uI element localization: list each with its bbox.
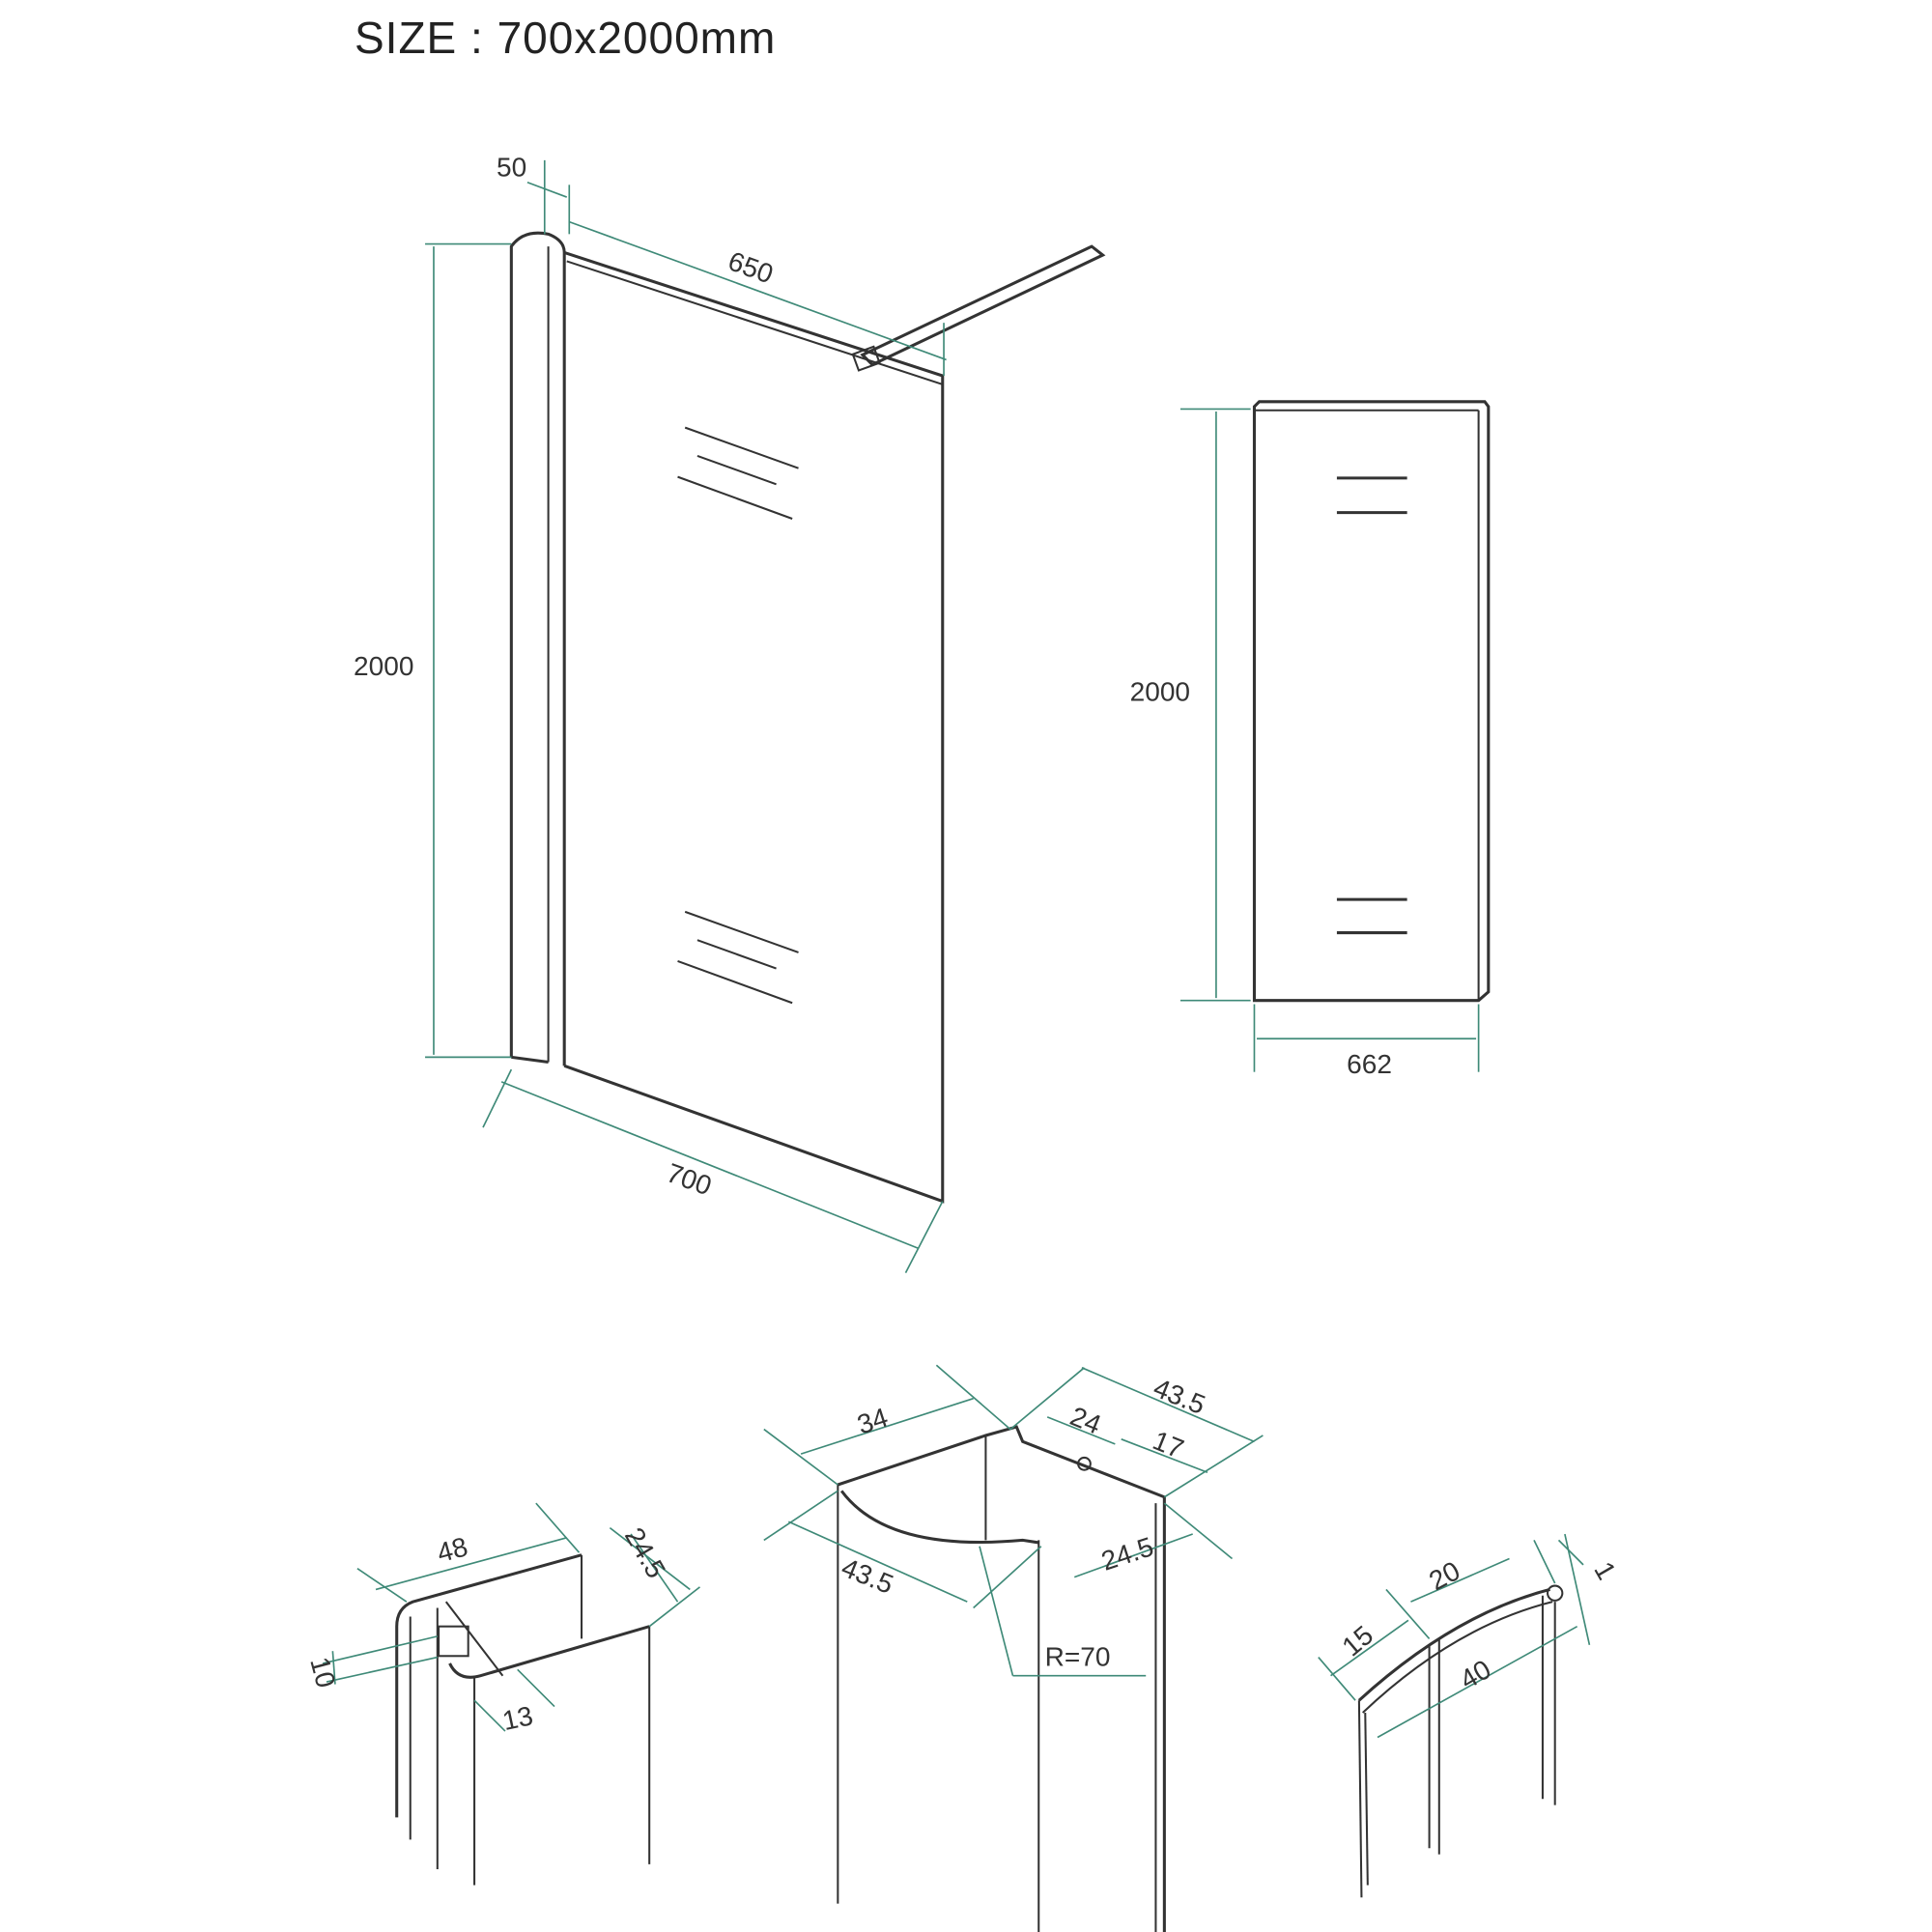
side-panel-drawing: 2000 662 — [1130, 400, 1491, 1079]
profile-slot — [438, 1625, 469, 1658]
dim-15: 15 — [1336, 1620, 1378, 1662]
size-title: SIZE : 700x2000mm — [355, 13, 777, 63]
profile-right-drawing: 15 20 1 40 — [1318, 1533, 1622, 1898]
dim-34: 34 — [854, 1402, 892, 1439]
dim-43-5-top: 43.5 — [1150, 1373, 1209, 1420]
dim-post-width: 50 — [497, 152, 526, 182]
dim-side-height: 2000 — [1130, 677, 1190, 707]
dim-24-5-left: 24.5 — [619, 1522, 671, 1583]
dim-radius: R=70 — [1045, 1641, 1111, 1671]
dimension-lines-main — [425, 159, 947, 1273]
glass-panel — [563, 251, 945, 1204]
glass-marks — [677, 426, 799, 1005]
dim-side-width: 662 — [1347, 1049, 1392, 1079]
wall-post — [509, 231, 566, 1066]
dim-43-5-bottom: 43.5 — [838, 1552, 897, 1600]
dim-20: 20 — [1424, 1555, 1464, 1596]
dim-glass-top: 650 — [724, 245, 778, 289]
main-panel-drawing: 50 650 2000 700 — [354, 152, 1106, 1273]
side-glass-marks — [1336, 476, 1407, 935]
dim-13: 13 — [499, 1700, 535, 1736]
dim-main-height: 2000 — [354, 651, 413, 681]
dim-40: 40 — [1455, 1654, 1496, 1694]
support-bar — [860, 244, 1106, 367]
profile-left-drawing: 48 24.5 10 13 — [304, 1502, 700, 1886]
dim-17: 17 — [1149, 1425, 1188, 1463]
dim-24: 24 — [1066, 1401, 1106, 1439]
side-glass — [1252, 400, 1491, 1003]
dim-1: 1 — [1588, 1556, 1622, 1584]
dim-24-5-right: 24.5 — [1097, 1531, 1157, 1576]
dim-10: 10 — [304, 1654, 341, 1690]
dim-48: 48 — [434, 1531, 470, 1568]
profile-middle-drawing: 34 43.5 24 17 24.5 43.5 R=70 — [763, 1364, 1264, 1932]
dimension-lines-side — [1179, 408, 1480, 1072]
